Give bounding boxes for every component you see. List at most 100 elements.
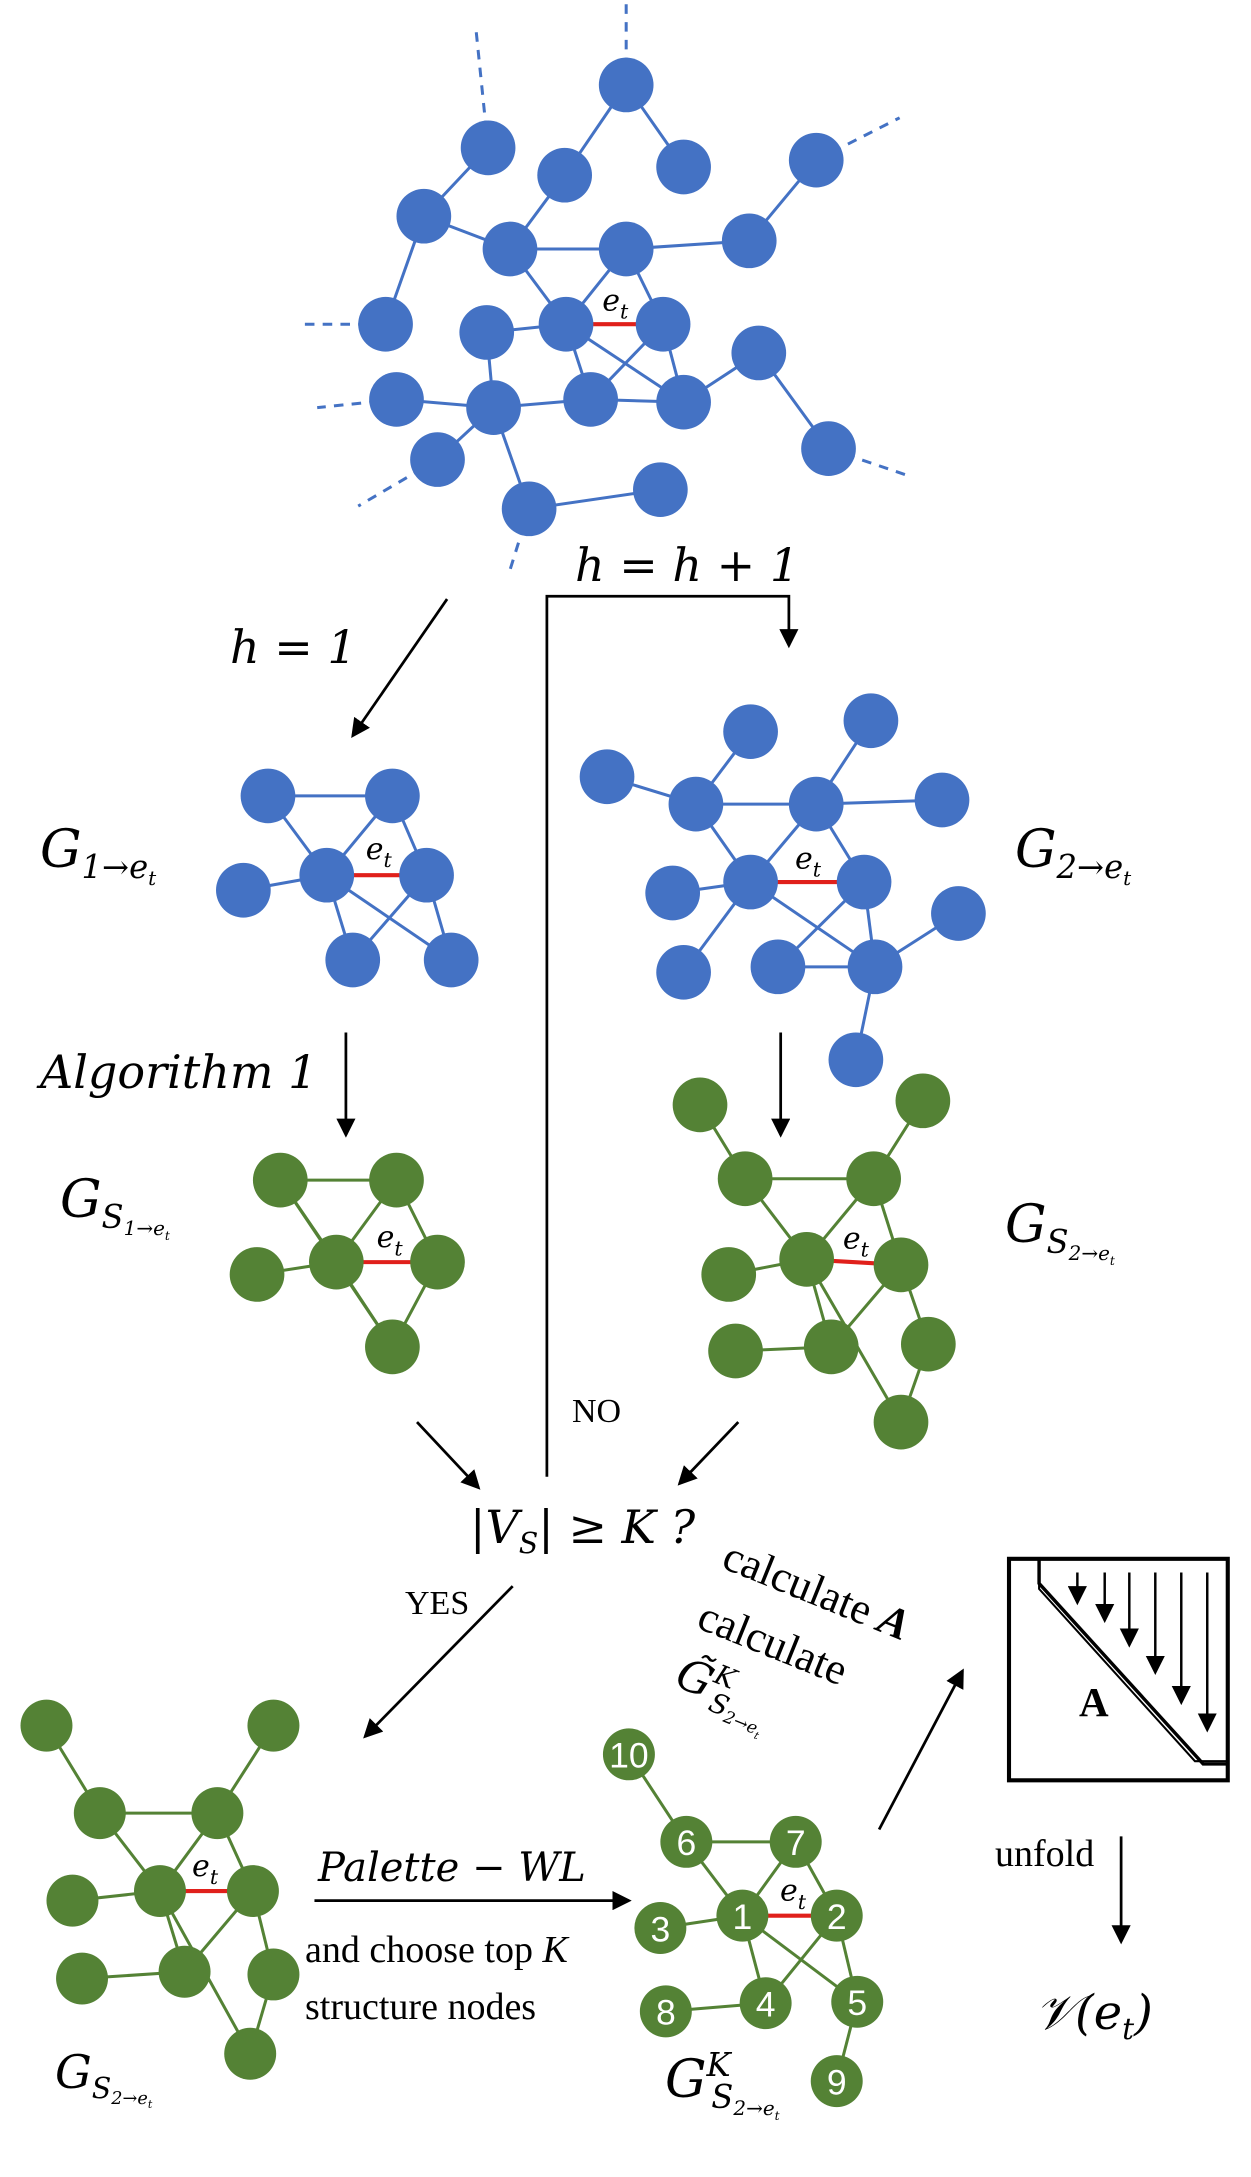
arrow-calculate bbox=[877, 1668, 964, 1831]
top-graph-node bbox=[563, 372, 618, 427]
g1-graph-node bbox=[299, 847, 355, 903]
gk-graph-node-number: 2 bbox=[827, 1897, 847, 1937]
g2-graph-node bbox=[750, 939, 806, 995]
gs2-graph-node bbox=[873, 1237, 929, 1293]
top-graph-dashed-edge bbox=[357, 458, 439, 508]
top-graph-node bbox=[731, 325, 787, 381]
g2-graph-node bbox=[847, 939, 903, 995]
g2-graph-node bbox=[836, 854, 892, 910]
gs1-sampled-label: GS1→et bbox=[60, 1170, 170, 1243]
g1-graph-edge-label: et bbox=[366, 832, 393, 872]
g2-graph-node bbox=[914, 772, 970, 828]
top-graph-node bbox=[633, 462, 688, 518]
top-graph-node bbox=[358, 296, 413, 352]
top-graph-node bbox=[788, 132, 844, 188]
gs2-graph-node bbox=[895, 1073, 951, 1129]
gs2-bottom-graph-node bbox=[191, 1787, 244, 1840]
gs2-bottom-graph-node bbox=[20, 1699, 73, 1752]
gs1-graph-node bbox=[410, 1234, 465, 1290]
condition-label: |VS| ≥ K ? bbox=[470, 1500, 696, 1560]
top-graph-edge-label: et bbox=[602, 284, 629, 324]
gk-graph-node-number: 9 bbox=[827, 2062, 847, 2102]
gs2-graph-node bbox=[803, 1319, 859, 1375]
g1-graph-node bbox=[240, 768, 296, 824]
gk-graph-node bbox=[634, 1901, 687, 1954]
g2-subgraph-label: G2→et bbox=[1015, 820, 1132, 891]
top-graph-node bbox=[537, 147, 593, 203]
gs1-graph-node bbox=[229, 1247, 285, 1302]
top-graph-node bbox=[538, 296, 594, 352]
gs2-bottom-label: GS2→et bbox=[55, 2045, 153, 2111]
matrix-diagonal bbox=[1037, 1558, 1228, 1766]
gk-graph-node-number: 5 bbox=[847, 1983, 867, 2023]
gk-graph-node bbox=[602, 1728, 655, 1781]
g2-graph-node bbox=[668, 776, 724, 832]
unfold-label: unfold bbox=[995, 1833, 1095, 1875]
gs2-bottom-graph-node bbox=[226, 1865, 279, 1918]
top-graph-node bbox=[466, 380, 521, 435]
gk-graph-edge-label: et bbox=[780, 1874, 807, 1914]
structure-nodes-label: structure nodes bbox=[305, 1986, 537, 2028]
gs2-bottom-graph-node bbox=[247, 1699, 300, 1752]
top-graph-node bbox=[396, 188, 452, 244]
top-graph-node bbox=[501, 481, 557, 537]
top-graph-node bbox=[801, 421, 856, 476]
h-init-label: h = 1 bbox=[230, 620, 357, 674]
adjacency-matrix-icon: A bbox=[1006, 1556, 1230, 1783]
top-graph-node bbox=[656, 374, 711, 430]
top-graph-dashed-edge bbox=[828, 447, 910, 478]
gk-graph-node-number: 1 bbox=[733, 1897, 753, 1937]
gs2-graph-edge-label: et bbox=[843, 1221, 870, 1261]
gs2-graph-node bbox=[672, 1077, 728, 1133]
gs2-bottom-graph-edge-label: et bbox=[192, 1849, 219, 1889]
g2-graph-edge-label: et bbox=[795, 841, 822, 881]
g2-graph-node bbox=[723, 704, 778, 760]
gk-graph-node bbox=[660, 1815, 713, 1868]
gs2-bottom-graph-node bbox=[247, 1948, 300, 2001]
top-graph-node bbox=[459, 305, 515, 360]
top-graph-node bbox=[369, 372, 424, 427]
gk-graph-node-number: 7 bbox=[786, 1823, 806, 1863]
top-graph-node bbox=[598, 57, 654, 113]
choose-top-k-label: and choose top K bbox=[305, 1929, 568, 1971]
top-graph-node bbox=[721, 213, 777, 269]
g2-graph-node bbox=[579, 749, 635, 805]
g1-graph-node bbox=[365, 768, 420, 824]
arrow-gs1-to-condition bbox=[416, 1421, 481, 1490]
top-graph-node bbox=[482, 221, 538, 277]
gk-graph-node bbox=[831, 1975, 884, 2028]
gs2-graph-node bbox=[717, 1151, 773, 1207]
gs2-bottom-graph-node bbox=[133, 1865, 186, 1918]
g2-graph-node bbox=[931, 886, 986, 941]
gk-graph-node bbox=[739, 1977, 792, 2030]
no-branch-label: NO bbox=[572, 1393, 622, 1430]
gs2-graph-node bbox=[708, 1323, 763, 1379]
arrow-yes bbox=[363, 1585, 514, 1739]
g2-graph-node bbox=[788, 776, 844, 832]
algorithm-label: Algorithm 1 bbox=[40, 1045, 318, 1099]
top-graph-dashed-edge bbox=[815, 116, 901, 162]
g1-subgraph-label: G1→et bbox=[40, 820, 157, 891]
palette-wl-label: Palette − WL bbox=[318, 1845, 586, 1891]
g2-graph-node bbox=[656, 944, 711, 1000]
g1-graph-node bbox=[216, 862, 271, 918]
gk-graph-node bbox=[810, 2055, 863, 2108]
matrix-diagonal-inner bbox=[1038, 1583, 1228, 1763]
gs2-sampled-label: GS2→et bbox=[1005, 1195, 1115, 1268]
gk-graph-node-number: 4 bbox=[756, 1985, 776, 2025]
gs1-graph-node bbox=[369, 1152, 424, 1208]
gs2-graph-node bbox=[846, 1151, 901, 1207]
gk-graph-node bbox=[769, 1815, 822, 1868]
top-graph-dashed-edge bbox=[507, 508, 531, 575]
gk-graph-node-number: 8 bbox=[656, 1993, 676, 2033]
g2-graph-node bbox=[645, 865, 701, 921]
top-graph-node bbox=[598, 221, 654, 277]
gk-graph-node-number: 10 bbox=[609, 1736, 649, 1776]
gs1-graph-node bbox=[252, 1152, 308, 1208]
top-graph-node bbox=[460, 120, 516, 176]
g2-graph-node bbox=[843, 693, 899, 749]
gk-graph-node bbox=[716, 1889, 769, 1942]
g1-graph-node bbox=[399, 847, 454, 903]
gs1-graph-edge-label: et bbox=[377, 1220, 404, 1260]
